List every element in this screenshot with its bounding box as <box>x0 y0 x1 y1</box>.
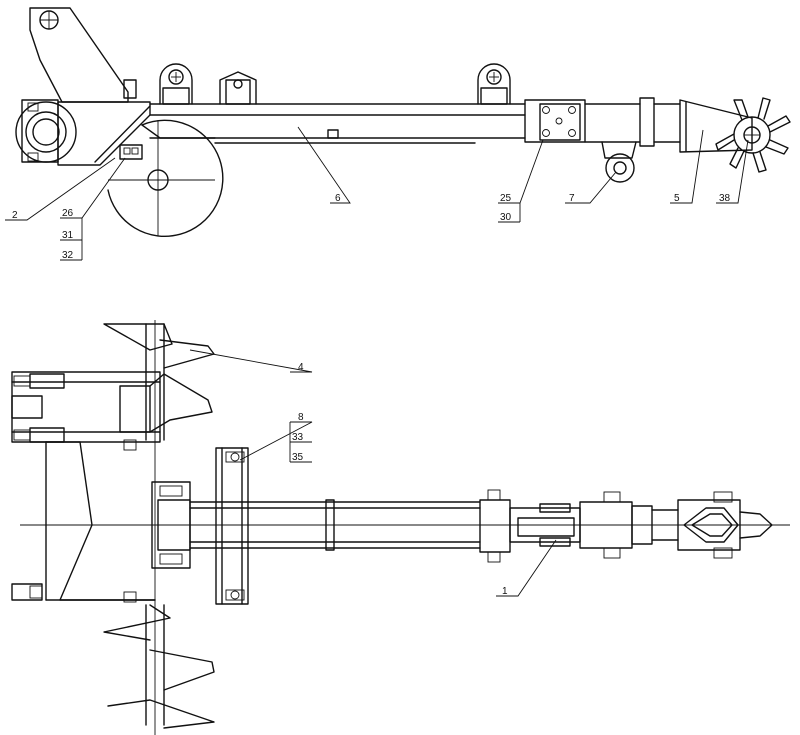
flange-block <box>524 99 586 143</box>
tower-block <box>123 79 137 99</box>
callout-1: 1 <box>502 586 508 597</box>
callout-7: 7 <box>569 193 575 204</box>
callout-30: 30 <box>500 212 512 223</box>
callout-2: 2 <box>12 210 18 221</box>
plan-view-leaders <box>189 349 557 597</box>
callout-25: 25 <box>500 193 512 204</box>
callout-26: 26 <box>62 208 74 219</box>
gauge-wheel <box>107 119 224 237</box>
auger-lower <box>103 604 215 729</box>
cutter-tip <box>739 511 773 539</box>
side-view-leaders <box>5 126 749 261</box>
rear-bracket <box>601 141 637 159</box>
callout-33: 33 <box>292 432 304 443</box>
ear-1 <box>159 63 193 105</box>
callout-4: 4 <box>298 362 304 373</box>
ear-3 <box>477 63 511 105</box>
callout-5: 5 <box>674 193 680 204</box>
callout-8: 8 <box>298 412 304 423</box>
gearbox-bolt-block <box>119 144 143 160</box>
rear-wheel <box>605 153 635 183</box>
pto-hub <box>15 101 77 163</box>
ear-2 <box>219 71 257 105</box>
gearbox <box>57 101 151 166</box>
plan-view <box>11 320 790 735</box>
joint-1 <box>479 499 511 553</box>
callout-labels: 2 26 31 32 6 25 30 7 5 38 4 8 33 35 1 <box>12 193 731 597</box>
left-frame-lower <box>45 441 156 601</box>
tube-collar <box>639 97 655 147</box>
callout-38: 38 <box>719 193 731 204</box>
callout-32: 32 <box>62 250 74 261</box>
side-view <box>15 7 791 237</box>
hitch-tower <box>29 7 129 103</box>
head-housing <box>677 499 741 551</box>
taper-housing <box>679 99 753 153</box>
cutter-head <box>715 97 791 173</box>
callout-6: 6 <box>335 193 341 204</box>
strap-bar <box>215 447 249 605</box>
callout-31: 31 <box>62 230 74 241</box>
callout-35: 35 <box>292 452 304 463</box>
